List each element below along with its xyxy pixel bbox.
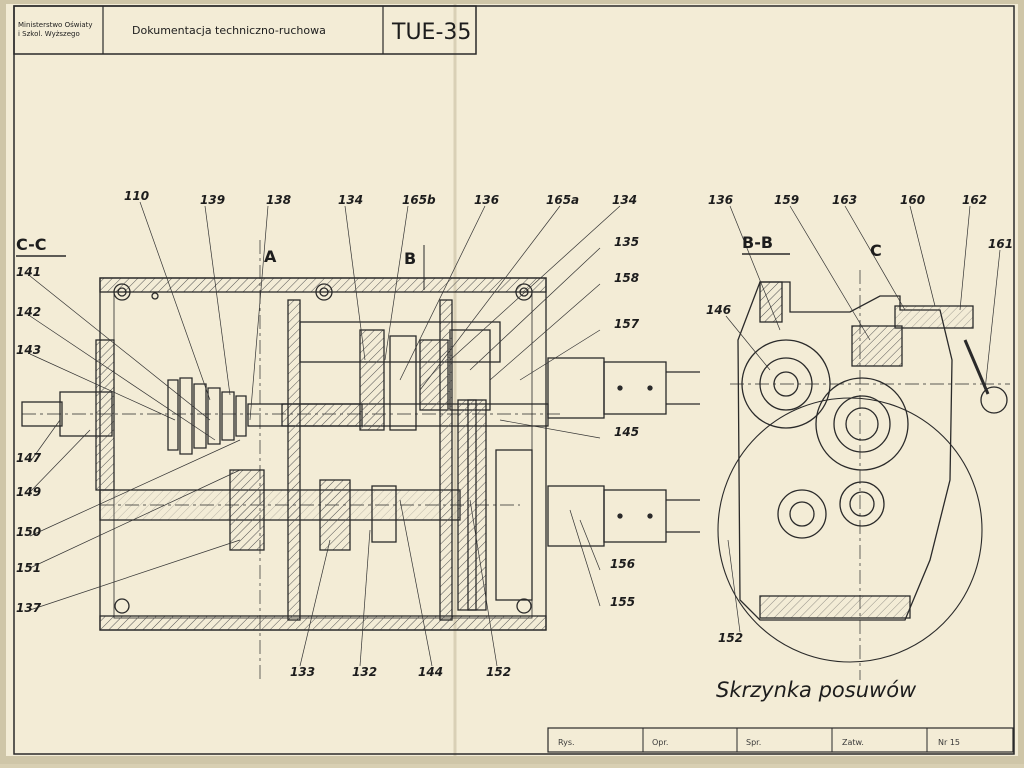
label-144: 144 bbox=[418, 665, 443, 679]
label-135: 135 bbox=[614, 235, 639, 249]
label-157: 157 bbox=[614, 317, 640, 331]
label-110: 110 bbox=[124, 189, 149, 203]
section-cc-view bbox=[21, 240, 700, 680]
label-156: 156 bbox=[610, 557, 635, 571]
label-149: 149 bbox=[16, 485, 41, 499]
label-147: 147 bbox=[16, 451, 42, 465]
doc-title: Dokumentacja techniczno-ruchowa bbox=[132, 24, 326, 37]
label-136-right: 136 bbox=[708, 193, 733, 207]
label-134-right: 134 bbox=[612, 193, 637, 207]
label-141: 141 bbox=[16, 265, 41, 279]
label-137: 137 bbox=[16, 601, 42, 615]
label-151: 151 bbox=[16, 561, 41, 575]
title-block-spr: Spr. bbox=[746, 738, 761, 747]
part-labels: 110 139 138 134 165b 136 165a 134 135 15… bbox=[16, 189, 1013, 679]
section-label-bb: B-B bbox=[742, 233, 773, 252]
ministry-line-2: i Szkol. Wyższego bbox=[18, 30, 80, 38]
label-158: 158 bbox=[614, 271, 639, 285]
label-146: 146 bbox=[706, 303, 731, 317]
label-139: 139 bbox=[200, 193, 225, 207]
header-block: Ministerstwo Oświaty i Szkol. Wyższego D… bbox=[13, 5, 477, 55]
label-165a: 165a bbox=[546, 193, 579, 207]
label-159: 159 bbox=[774, 193, 799, 207]
border-frame bbox=[13, 5, 1015, 755]
label-152-left: 152 bbox=[486, 665, 511, 679]
ministry-line-1: Ministerstwo Oświaty bbox=[18, 21, 93, 29]
label-142: 142 bbox=[16, 305, 41, 319]
title-block-nr: Nr 15 bbox=[938, 738, 960, 747]
section-label-a: A bbox=[264, 247, 277, 266]
label-150: 150 bbox=[16, 525, 41, 539]
section-label-c: C bbox=[870, 241, 882, 260]
label-152-right: 152 bbox=[718, 631, 743, 645]
section-label-b: B bbox=[404, 249, 416, 268]
label-145: 145 bbox=[614, 425, 639, 439]
leader-lines bbox=[29, 201, 1001, 667]
model-number: TUE-35 bbox=[391, 20, 471, 45]
title-block-opr: Opr. bbox=[652, 738, 668, 747]
section-bb-view bbox=[717, 270, 1010, 680]
drawing-caption: Skrzynka posuwów bbox=[716, 678, 917, 702]
label-160: 160 bbox=[900, 193, 925, 207]
title-block-zatw: Zatw. bbox=[842, 738, 864, 747]
section-marks: C-C A B B-B C bbox=[16, 233, 882, 268]
label-161: 161 bbox=[988, 237, 1013, 251]
label-162: 162 bbox=[962, 193, 987, 207]
label-134-top: 134 bbox=[338, 193, 363, 207]
section-label-cc: C-C bbox=[16, 235, 47, 254]
paper bbox=[6, 4, 1018, 756]
label-163: 163 bbox=[832, 193, 857, 207]
label-132: 132 bbox=[352, 665, 377, 679]
label-143: 143 bbox=[16, 343, 41, 357]
title-block-rys: Rys. bbox=[558, 738, 575, 747]
title-block: Rys. Opr. Spr. Zatw. Nr 15 bbox=[547, 727, 1014, 753]
label-138: 138 bbox=[266, 193, 291, 207]
label-155: 155 bbox=[610, 595, 635, 609]
label-136-top: 136 bbox=[474, 193, 499, 207]
label-165b: 165b bbox=[402, 193, 436, 207]
label-133: 133 bbox=[290, 665, 315, 679]
